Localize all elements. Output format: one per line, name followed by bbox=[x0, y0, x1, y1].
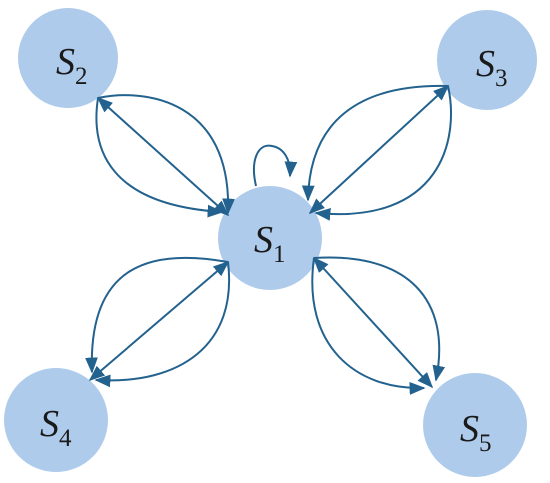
edge-s3-to-s1-lower bbox=[314, 85, 452, 221]
node-s3: S3 bbox=[437, 10, 537, 110]
edge-s1-s2-bidirectional bbox=[96, 96, 230, 217]
edge-s2-to-s1-lower bbox=[95, 97, 224, 218]
node-s5-label: S5 bbox=[460, 408, 492, 457]
node-s1: S1 bbox=[218, 186, 322, 290]
node-s5-circle bbox=[423, 373, 527, 477]
node-s2: S2 bbox=[18, 8, 118, 108]
edge-s1-to-s5-lower bbox=[311, 257, 426, 395]
node-s1-circle bbox=[218, 186, 322, 290]
node-s2-circle bbox=[18, 8, 118, 108]
node-s4: S4 bbox=[4, 368, 108, 472]
edge-s1-s5-bidirectional bbox=[312, 256, 434, 389]
node-s2-label: S2 bbox=[56, 41, 88, 90]
node-s3-circle bbox=[437, 10, 537, 110]
edge-s3-to-s1-upper bbox=[301, 84, 449, 202]
node-s5: S5 bbox=[423, 373, 527, 477]
edge-s1-s4-bidirectional bbox=[88, 260, 230, 382]
edge-s1-to-s4-upper bbox=[85, 256, 229, 374]
edge-s1-s3-bidirectional bbox=[308, 84, 450, 215]
node-s1-label: S1 bbox=[254, 219, 286, 268]
edge-s1-to-s5-upper bbox=[313, 256, 446, 382]
node-s4-label: S4 bbox=[40, 403, 72, 452]
node-s4-circle bbox=[4, 368, 108, 472]
node-s3-label: S3 bbox=[476, 43, 508, 92]
edge-s2-to-s1-upper bbox=[97, 94, 235, 215]
edge-s1-self-loop bbox=[253, 144, 298, 187]
edge-s1-to-s4-lower bbox=[94, 261, 231, 388]
